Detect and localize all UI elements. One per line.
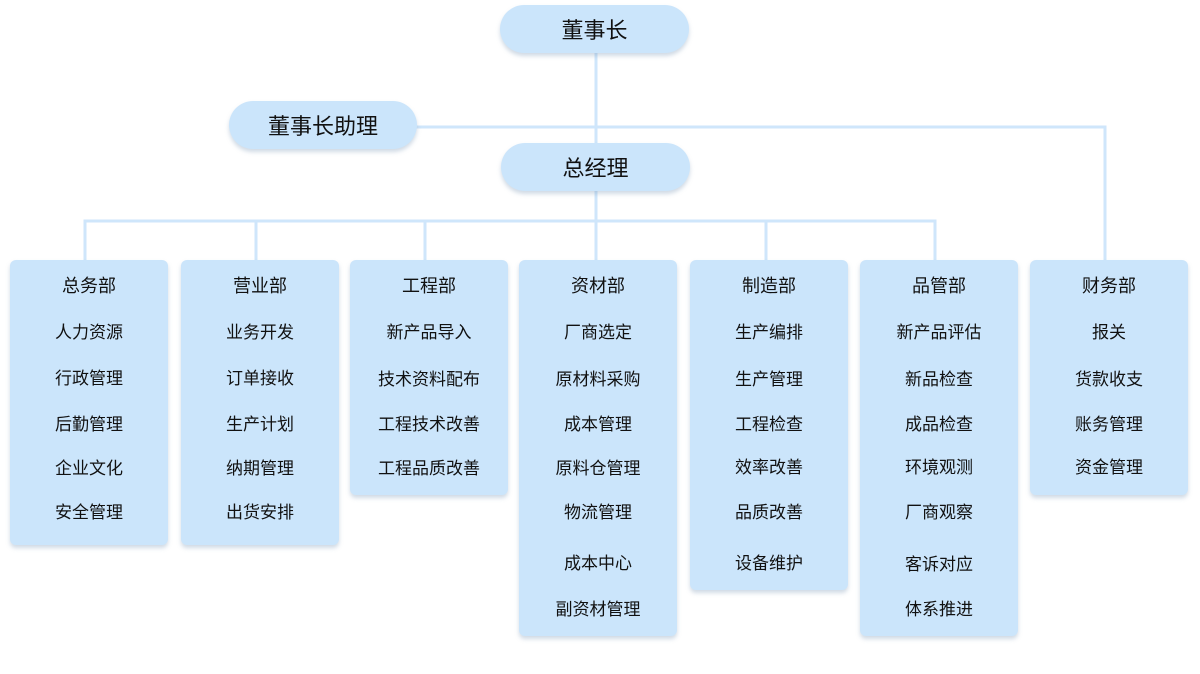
dept-title: 营业部 <box>233 276 287 297</box>
dept-item: 报关 <box>1092 323 1126 343</box>
dept-item: 业务开发 <box>226 323 294 343</box>
dept-item: 订单接收 <box>226 369 294 389</box>
dept-title: 制造部 <box>742 276 796 297</box>
general-manager-node: 总经理 <box>501 143 690 191</box>
dept-title: 总务部 <box>62 276 116 297</box>
dept-item: 品质改善 <box>735 503 803 523</box>
dept-title: 品管部 <box>912 276 966 297</box>
dept-item: 生产编排 <box>735 323 803 343</box>
dept-item: 厂商选定 <box>564 323 632 343</box>
dept-item: 物流管理 <box>564 503 632 523</box>
dept-general-affairs: 总务部 人力资源 行政管理 后勤管理 企业文化 安全管理 <box>10 260 168 545</box>
dept-item: 技术资料配布 <box>378 370 480 390</box>
dept-sales: 营业部 业务开发 订单接收 生产计划 纳期管理 出货安排 <box>181 260 339 545</box>
dept-title: 财务部 <box>1082 276 1136 297</box>
dept-item: 行政管理 <box>55 369 123 389</box>
dept-item: 成本管理 <box>564 415 632 435</box>
assistant-node: 董事长助理 <box>229 101 417 149</box>
dept-item: 环境观测 <box>905 458 973 478</box>
dept-item: 客诉对应 <box>905 555 973 575</box>
dept-item: 生产计划 <box>226 415 294 435</box>
dept-manufacturing: 制造部 生产编排 生产管理 工程检查 效率改善 品质改善 设备维护 <box>690 260 848 590</box>
dept-item: 厂商观察 <box>905 503 973 523</box>
dept-item: 体系推进 <box>905 600 973 620</box>
assistant-label: 董事长助理 <box>267 115 378 140</box>
dept-item: 原料仓管理 <box>555 459 641 479</box>
dept-item: 新品检查 <box>905 370 973 390</box>
dept-materials: 资材部 厂商选定 原材料采购 成本管理 原料仓管理 物流管理 成本中心 副资材管… <box>519 260 677 636</box>
dept-item: 账务管理 <box>1075 415 1143 435</box>
dept-item: 货款收支 <box>1075 370 1143 390</box>
dept-item: 成品检查 <box>905 415 973 435</box>
dept-item: 效率改善 <box>735 458 803 478</box>
dept-item: 设备维护 <box>735 554 803 574</box>
dept-item: 工程技术改善 <box>378 415 480 435</box>
dept-title: 工程部 <box>402 276 456 297</box>
dept-item: 原材料采购 <box>555 370 641 390</box>
dept-item: 资金管理 <box>1075 458 1143 478</box>
dept-item: 安全管理 <box>55 503 123 523</box>
dept-item: 企业文化 <box>55 459 123 479</box>
dept-item: 生产管理 <box>735 370 803 390</box>
dept-item: 纳期管理 <box>226 459 294 479</box>
dept-item: 出货安排 <box>226 503 294 523</box>
dept-finance: 财务部 报关 货款收支 账务管理 资金管理 <box>1030 260 1188 495</box>
dept-quality: 品管部 新产品评估 新品检查 成品检查 环境观测 厂商观察 客诉对应 体系推进 <box>860 260 1018 636</box>
chairman-node: 董事长 <box>500 5 689 53</box>
general-manager-label: 总经理 <box>562 157 629 182</box>
dept-item: 副资材管理 <box>555 600 641 620</box>
dept-item: 新产品评估 <box>896 323 982 343</box>
dept-item: 成本中心 <box>564 554 632 574</box>
dept-title: 资材部 <box>571 276 625 297</box>
dept-engineering: 工程部 新产品导入 技术资料配布 工程技术改善 工程品质改善 <box>350 260 508 495</box>
dept-item: 新产品导入 <box>386 323 472 343</box>
dept-item: 后勤管理 <box>55 415 123 435</box>
dept-item: 工程检查 <box>735 415 803 435</box>
dept-item: 人力资源 <box>55 323 123 343</box>
chairman-label: 董事长 <box>561 19 628 44</box>
dept-item: 工程品质改善 <box>378 459 480 479</box>
